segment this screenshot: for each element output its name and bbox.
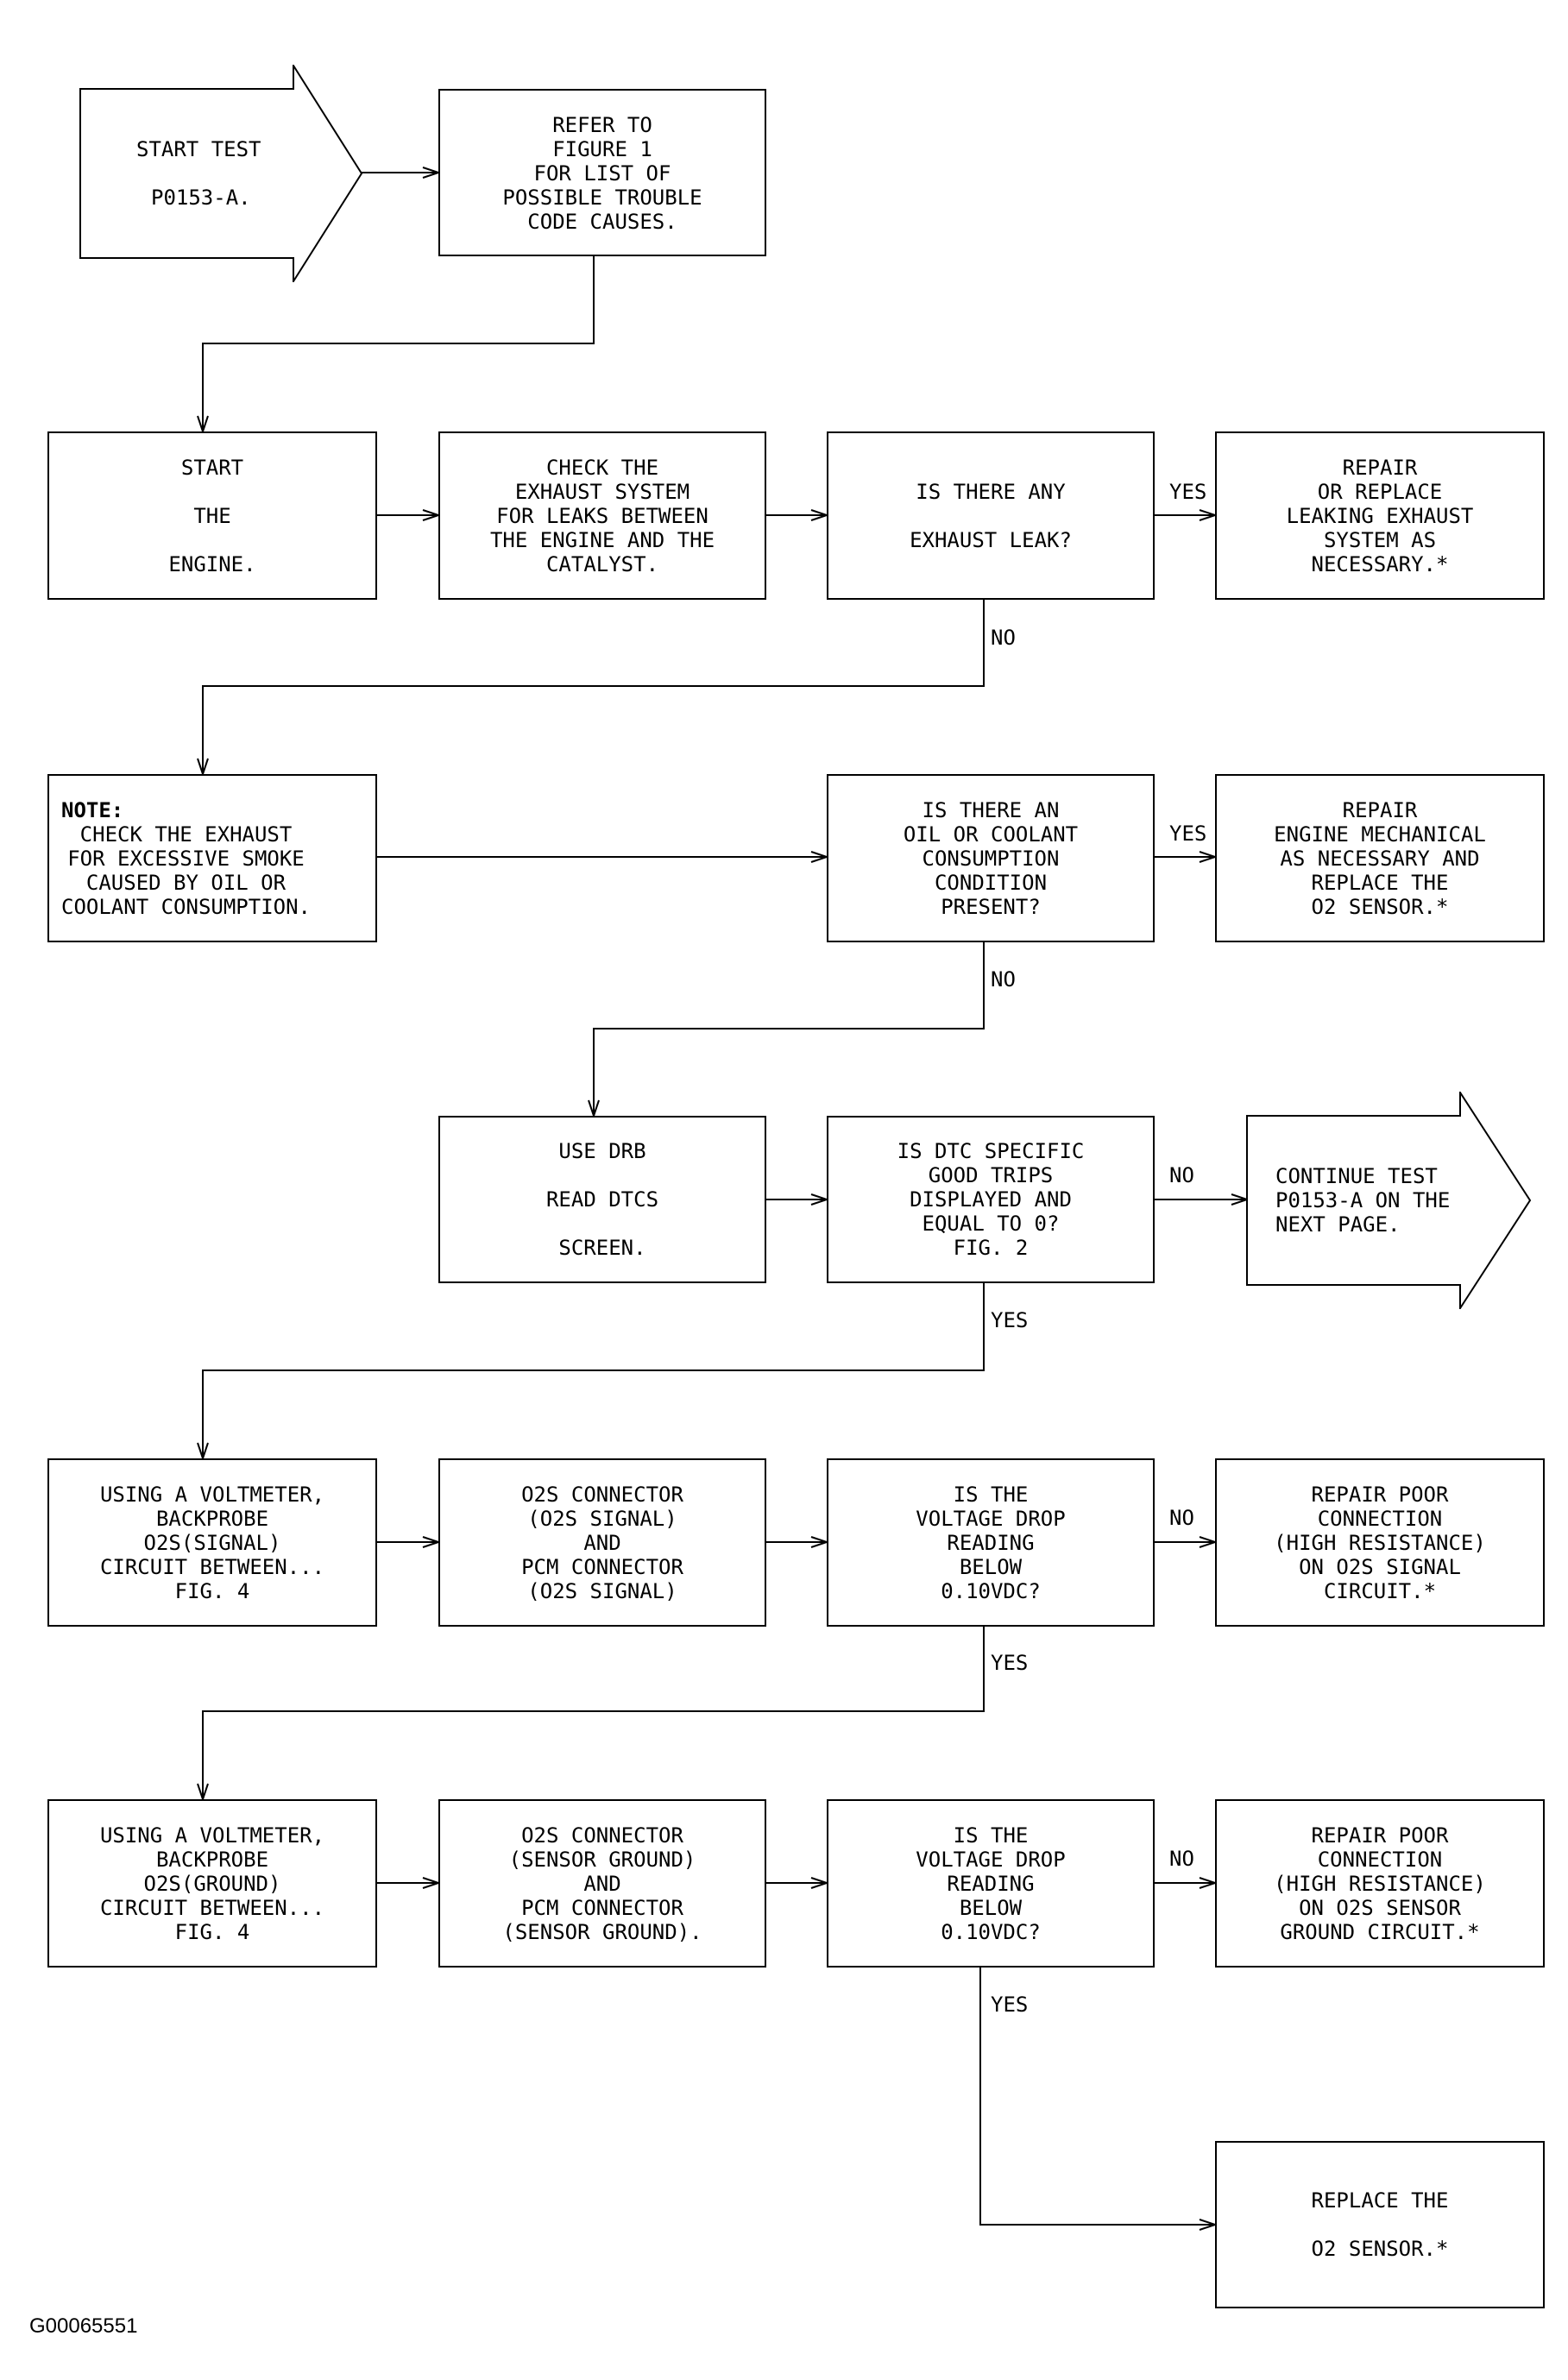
no-label-ground: NO <box>1169 1847 1194 1871</box>
continue-test-arrow: CONTINUE TEST P0153-A ON THE NEXT PAGE. <box>1246 1092 1533 1309</box>
exhaust-leak-question-box: IS THERE ANY EXHAUST LEAK? <box>827 431 1155 600</box>
connector-yes-ground <box>979 1968 1215 2225</box>
start-test-line1: START TEST <box>136 137 261 161</box>
no-label-dtc: NO <box>1169 1163 1194 1187</box>
no-label-signal: NO <box>1169 1506 1194 1530</box>
yes-label-signal: YES <box>991 1651 1029 1675</box>
connector-yes-dtc <box>203 1283 985 1458</box>
no-label-oil: NO <box>991 967 1016 992</box>
start-test-text: START TEST P0153-A. <box>136 125 261 222</box>
yes-label-dtc: YES <box>991 1308 1029 1332</box>
connector-signal-box: O2S CONNECTOR (O2S SIGNAL) AND PCM CONNE… <box>438 1458 766 1627</box>
yes-label-exhaust: YES <box>1169 480 1207 504</box>
voltage-signal-question-box: IS THE VOLTAGE DROP READING BELOW 0.10VD… <box>827 1458 1155 1627</box>
note-body: CHECK THE EXHAUST FOR EXCESSIVE SMOKE CA… <box>61 822 311 919</box>
note-box: NOTE: CHECK THE EXHAUST FOR EXCESSIVE SM… <box>47 774 377 942</box>
replace-sensor-box: REPLACE THE O2 SENSOR.* <box>1215 2141 1545 2308</box>
connector-no-exhaust <box>203 600 985 774</box>
repair-engine-box: REPAIR ENGINE MECHANICAL AS NECESSARY AN… <box>1215 774 1545 942</box>
connector-refer-to-start-engine <box>203 256 595 431</box>
voltmeter-ground-box: USING A VOLTMETER, BACKPROBE O2S(GROUND)… <box>47 1799 377 1968</box>
no-label-exhaust: NO <box>991 626 1016 650</box>
connector-no-oil <box>594 942 985 1116</box>
voltage-ground-question-box: IS THE VOLTAGE DROP READING BELOW 0.10VD… <box>827 1799 1155 1968</box>
figure-code: G00065551 <box>29 2314 138 2338</box>
start-test-arrow: START TEST P0153-A. <box>79 65 364 282</box>
start-test-line2: P0153-A. <box>151 186 251 210</box>
voltmeter-signal-box: USING A VOLTMETER, BACKPROBE O2S(SIGNAL)… <box>47 1458 377 1627</box>
use-drb-box: USE DRB READ DTCS SCREEN. <box>438 1116 766 1283</box>
oil-coolant-question-box: IS THERE AN OIL OR COOLANT CONSUMPTION C… <box>827 774 1155 942</box>
continue-test-text: CONTINUE TEST P0153-A ON THE NEXT PAGE. <box>1275 1164 1451 1237</box>
repair-signal-box: REPAIR POOR CONNECTION (HIGH RESISTANCE)… <box>1215 1458 1545 1627</box>
refer-figure-box: REFER TO FIGURE 1 FOR LIST OF POSSIBLE T… <box>438 89 766 256</box>
start-engine-box: START THE ENGINE. <box>47 431 377 600</box>
connector-ground-box: O2S CONNECTOR (SENSOR GROUND) AND PCM CO… <box>438 1799 766 1968</box>
yes-label-ground: YES <box>991 1993 1029 2017</box>
connector-yes-signal <box>203 1627 985 1799</box>
yes-label-oil: YES <box>1169 822 1207 846</box>
note-heading: NOTE: <box>61 797 124 822</box>
check-exhaust-box: CHECK THE EXHAUST SYSTEM FOR LEAKS BETWE… <box>438 431 766 600</box>
repair-ground-box: REPAIR POOR CONNECTION (HIGH RESISTANCE)… <box>1215 1799 1545 1968</box>
dtc-trips-question-box: IS DTC SPECIFIC GOOD TRIPS DISPLAYED AND… <box>827 1116 1155 1283</box>
repair-exhaust-box: REPAIR OR REPLACE LEAKING EXHAUST SYSTEM… <box>1215 431 1545 600</box>
